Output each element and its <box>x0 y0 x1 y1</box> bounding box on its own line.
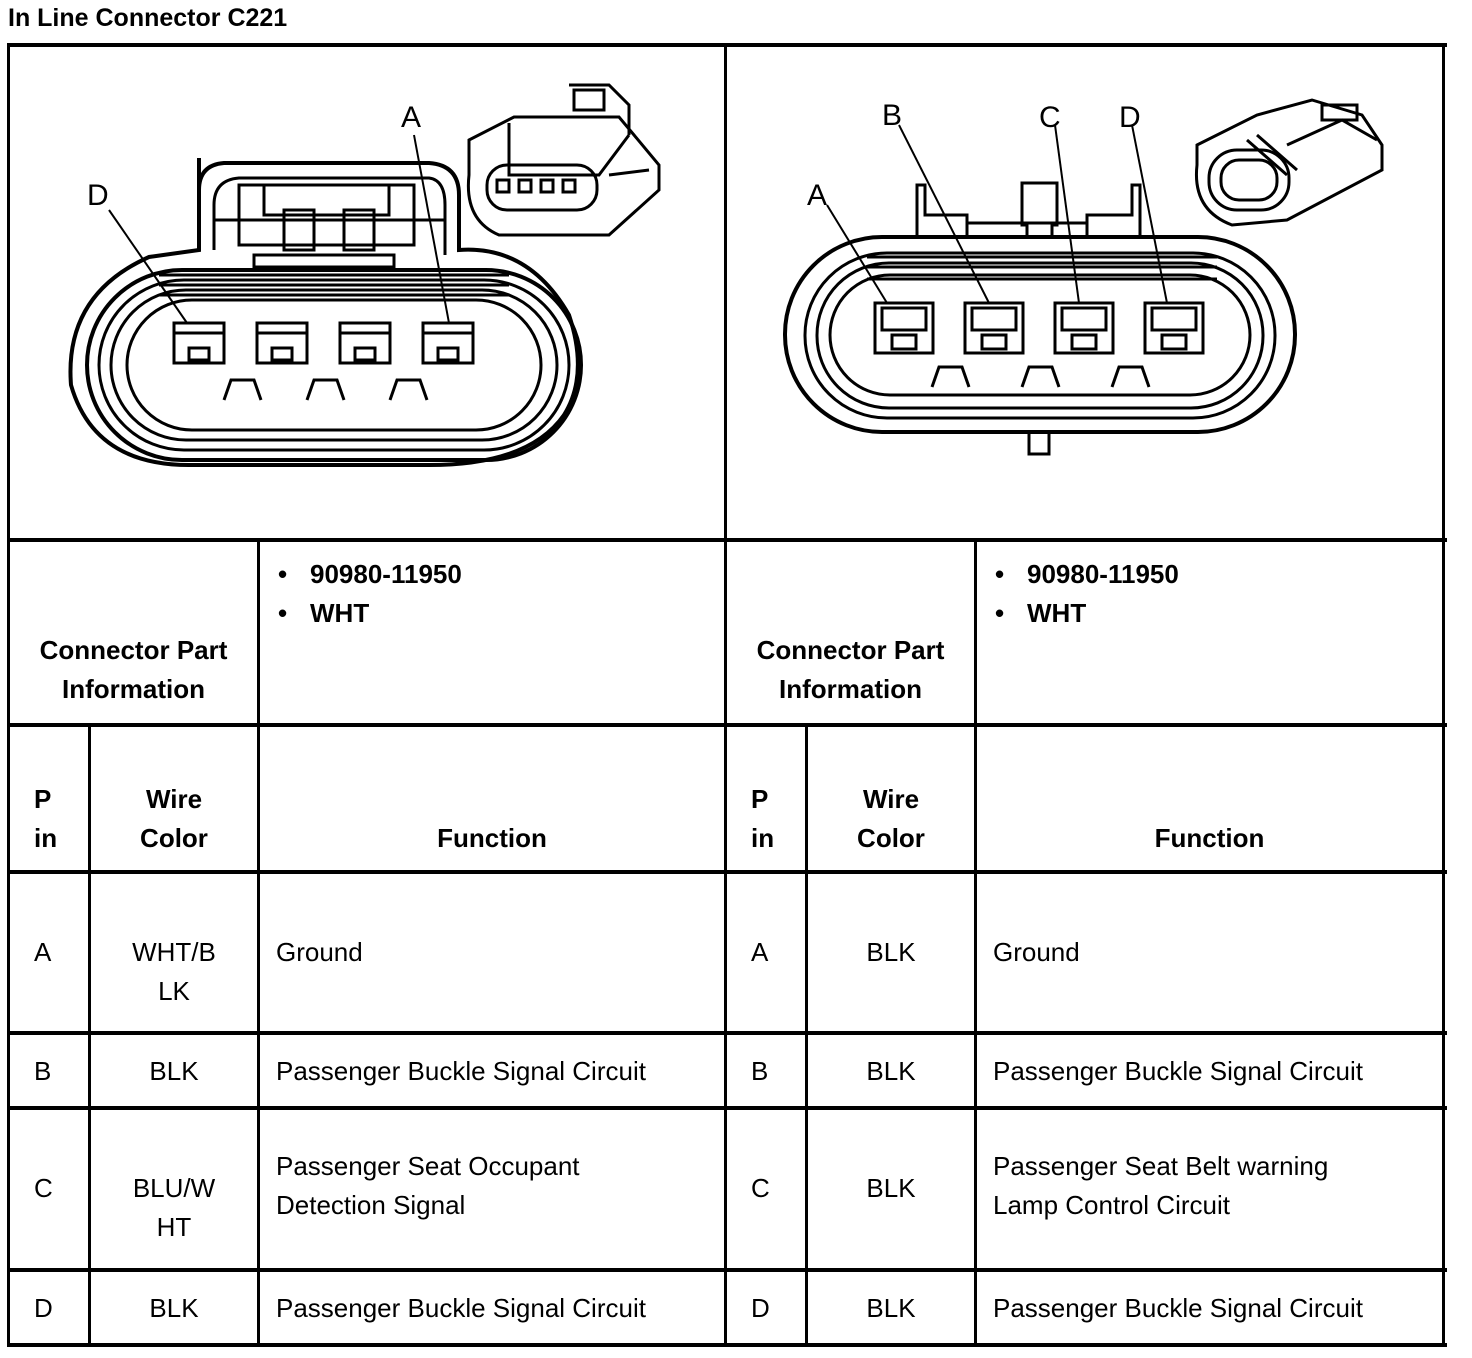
right-row-c-wire: BLK <box>866 1173 916 1203</box>
right-row-a-pin: A <box>751 937 769 967</box>
right-row-d-pin: D <box>751 1293 770 1323</box>
left-row-a-pin: A <box>34 937 52 967</box>
right-terminal-a <box>873 301 935 355</box>
left-label-a: A <box>401 101 421 134</box>
left-row-b-function: Passenger Buckle Signal Circuit <box>276 1056 646 1086</box>
left-connector-3d-view <box>466 83 661 237</box>
right-row-b-function: Passenger Buckle Signal Circuit <box>993 1056 1363 1086</box>
right-row-d-wire: BLK <box>866 1293 916 1323</box>
left-row-d-pin: D <box>34 1293 53 1323</box>
right-connector-3d-view <box>1194 98 1384 227</box>
left-terminal-c <box>255 321 309 365</box>
right-part-info-list: 90980-11950 WHT <box>987 555 1427 633</box>
right-label-c: C <box>1039 101 1061 134</box>
left-terminal-a <box>421 321 475 365</box>
left-part-color: WHT <box>270 594 710 633</box>
right-row-b-pin: B <box>751 1056 769 1086</box>
right-terminal-c <box>1053 301 1115 355</box>
right-part-color: WHT <box>987 594 1427 633</box>
right-row-a-function: Ground <box>993 937 1080 967</box>
left-row-c-pin: C <box>34 1173 53 1203</box>
left-row-b-pin: B <box>34 1056 52 1086</box>
right-row-c-pin: C <box>751 1173 770 1203</box>
left-row-a-function: Ground <box>276 937 363 967</box>
left-row-b-wire: BLK <box>149 1056 199 1086</box>
right-label-a: A <box>807 179 827 212</box>
right-row-a-wire: BLK <box>866 937 916 967</box>
left-part-info-list: 90980-11950 WHT <box>270 555 710 633</box>
right-terminal-d <box>1143 301 1205 355</box>
right-row-b-wire: BLK <box>866 1056 916 1086</box>
right-connector-diagram: A B C D <box>727 45 1446 540</box>
right-part-number: 90980-11950 <box>987 555 1427 594</box>
left-row-d-wire: BLK <box>149 1293 199 1323</box>
right-row-d-function: Passenger Buckle Signal Circuit <box>993 1293 1363 1323</box>
left-row-d-function: Passenger Buckle Signal Circuit <box>276 1293 646 1323</box>
left-terminal-b <box>338 321 392 365</box>
right-header-function: Function <box>1154 823 1265 853</box>
page-title: In Line Connector C221 <box>8 4 288 32</box>
right-terminal-b <box>963 301 1025 355</box>
left-terminal-d <box>172 321 226 365</box>
left-connector-diagram: D A <box>9 45 728 540</box>
right-label-d: D <box>1119 101 1141 134</box>
left-label-d: D <box>87 179 109 212</box>
left-part-number: 90980-11950 <box>270 555 710 594</box>
left-header-function: Function <box>437 823 547 853</box>
right-label-b: B <box>882 99 902 132</box>
